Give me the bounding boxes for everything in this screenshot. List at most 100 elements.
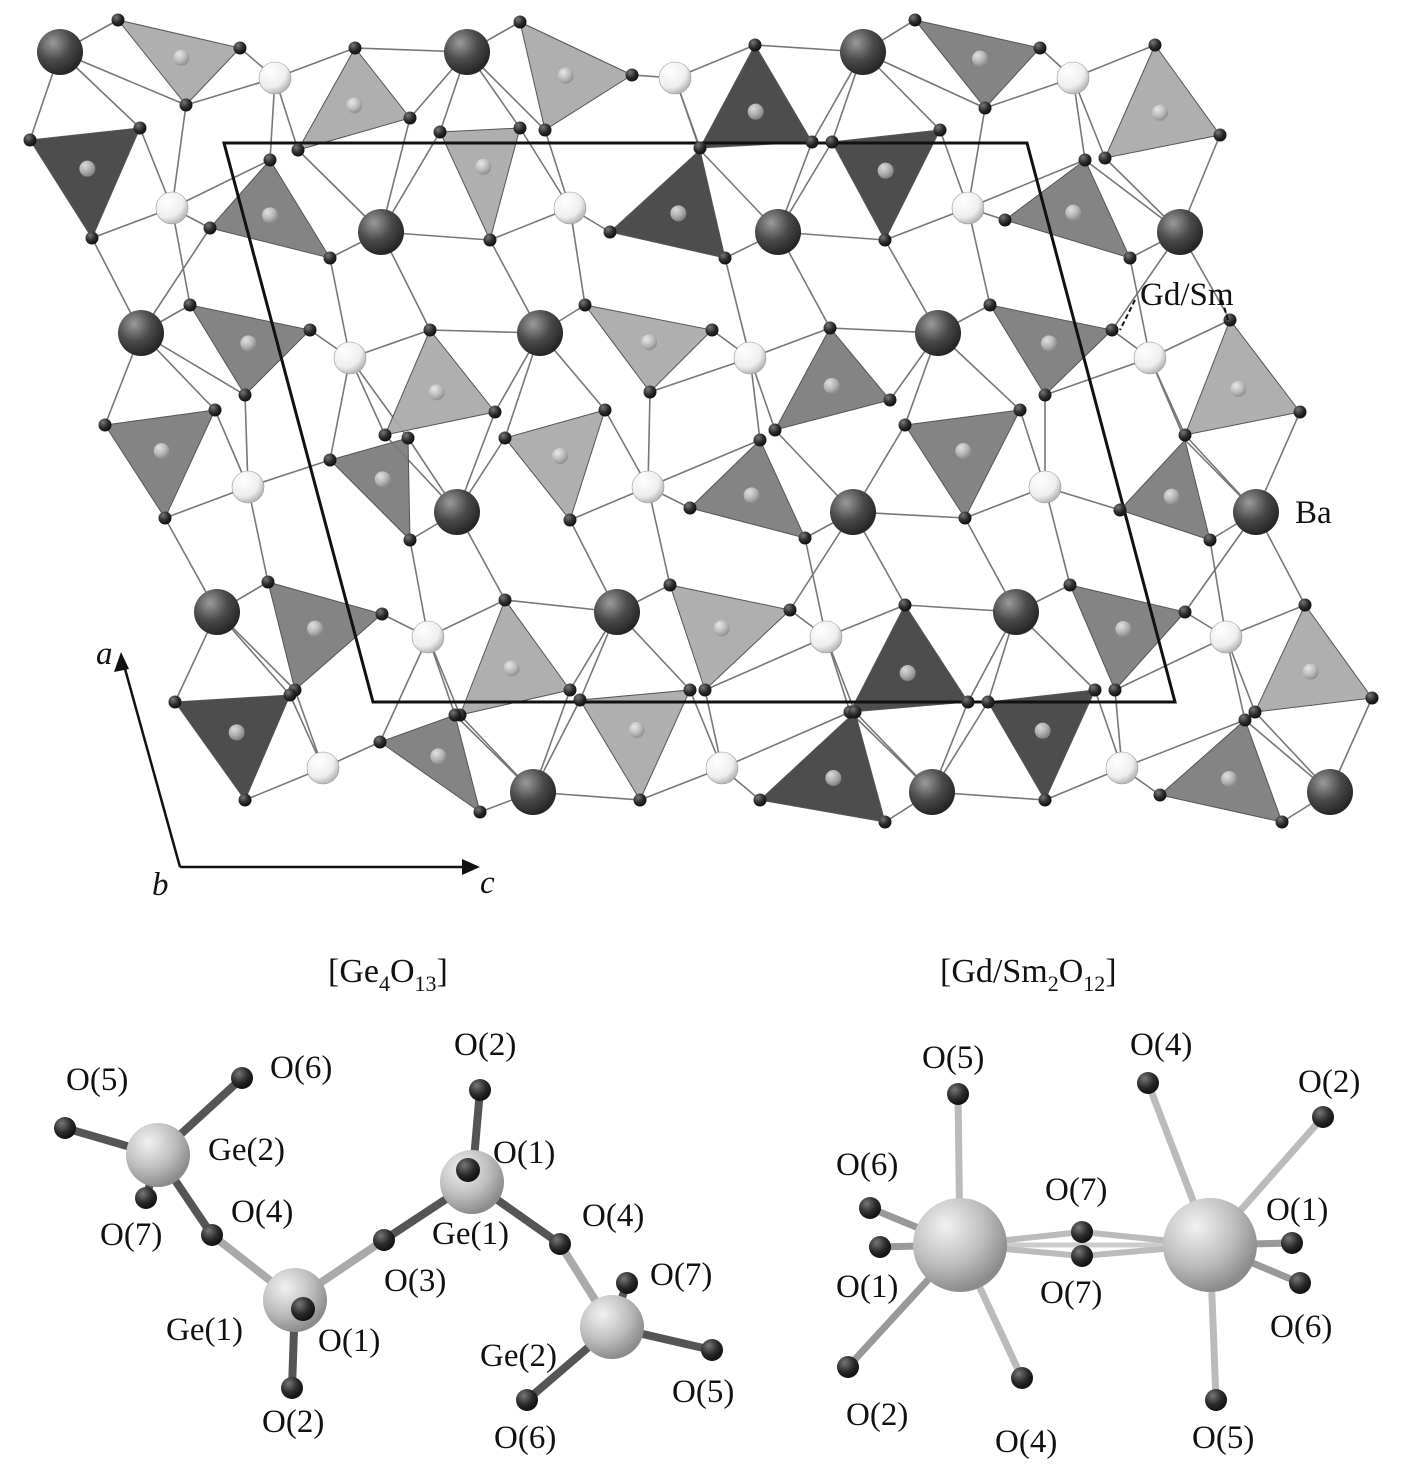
ge-tetrahedron xyxy=(1104,44,1221,159)
ge-tetrahedron xyxy=(29,127,141,240)
gdsm-atom xyxy=(1105,751,1139,785)
svg-text:Ge(2): Ge(2) xyxy=(480,1338,557,1374)
ge-atom xyxy=(899,665,916,681)
ge-atom xyxy=(262,207,278,224)
ge-atom xyxy=(153,443,170,459)
ge-atom xyxy=(79,160,96,177)
oxygen-atom xyxy=(683,683,697,697)
ba-atom xyxy=(434,489,480,535)
oxygen-atom xyxy=(1203,533,1217,547)
ba-atom xyxy=(194,589,240,635)
oxygen-atom xyxy=(513,15,527,29)
ge-tetrahedron xyxy=(904,409,1021,520)
svg-text:O(1): O(1) xyxy=(1266,1192,1328,1228)
ge-atom xyxy=(503,660,520,677)
ge-atom xyxy=(1152,104,1168,121)
svg-text:O(2): O(2) xyxy=(846,1397,908,1433)
ge-tetrahedron xyxy=(1069,584,1186,691)
ge4o13-oxygens xyxy=(54,1067,723,1411)
ba-atom xyxy=(915,310,961,356)
oxygen-atom xyxy=(823,321,837,335)
oxygen-atom xyxy=(401,431,415,445)
oxygen-atom xyxy=(423,323,437,337)
bond xyxy=(171,207,191,306)
gdsm-atom xyxy=(733,341,767,375)
gdsm2o12-labels: O(5) O(4) O(2) O(6) O(7) O(1) O(1) O(7) … xyxy=(836,1027,1360,1460)
ge-tetrahedron xyxy=(608,149,726,259)
ge-tetrahedron xyxy=(1158,719,1283,823)
oxygen-atom xyxy=(488,405,502,419)
ge-tetrahedron xyxy=(849,604,969,713)
svg-text:O(1): O(1) xyxy=(836,1269,898,1305)
gdsm-atom-right xyxy=(1163,1198,1257,1292)
ba-atom xyxy=(1157,209,1203,255)
svg-text:O(5): O(5) xyxy=(66,1062,128,1098)
gdsm-atom xyxy=(411,620,445,654)
oxygen-atom xyxy=(705,323,719,337)
gdsm-atom xyxy=(231,470,265,504)
axis-a-arrow xyxy=(120,657,182,868)
ge-atom xyxy=(877,162,894,179)
oxygen-atom xyxy=(563,513,577,527)
ge-atom xyxy=(1163,488,1180,505)
bond xyxy=(1209,539,1227,638)
oxygen-atom xyxy=(1153,788,1167,802)
oxygen-atom xyxy=(1013,403,1027,417)
bond xyxy=(647,439,761,488)
oxygen-atom xyxy=(1178,428,1192,442)
ge-tetrahedron xyxy=(459,598,571,716)
bond xyxy=(967,207,991,306)
ge-atom xyxy=(823,378,840,394)
svg-text:O(5): O(5) xyxy=(1192,1420,1254,1456)
oxygen-atom xyxy=(403,533,417,547)
oxygen-atom xyxy=(753,793,767,807)
oxygen-atom xyxy=(283,688,297,702)
oxygen-atom xyxy=(805,135,819,149)
ge-tetrahedron xyxy=(384,329,496,436)
gdsm-atom xyxy=(1028,470,1062,504)
ge-tetrahedron xyxy=(504,409,606,522)
ge-atom xyxy=(825,770,842,786)
axis-label-b: b xyxy=(152,867,169,903)
oxygen-atom xyxy=(238,793,252,807)
oxygen-atom xyxy=(693,141,707,155)
ba-atom xyxy=(993,589,1039,635)
oxygen-atom xyxy=(375,607,389,621)
ge-tetrahedron xyxy=(439,127,521,242)
axis-a-arrowhead xyxy=(114,652,129,672)
oxygen-atom xyxy=(1038,388,1052,402)
ge-tetrahedron xyxy=(699,43,813,149)
svg-text:O(7): O(7) xyxy=(100,1217,162,1253)
bond xyxy=(329,357,351,461)
gdsm-atom xyxy=(1056,61,1090,95)
svg-text:O(7): O(7) xyxy=(650,1257,712,1293)
oxygen-atom xyxy=(878,815,892,829)
ge-atom xyxy=(430,748,447,765)
svg-text:Ge(2): Ge(2) xyxy=(208,1132,285,1168)
ge4o13-title: [Ge4O13] xyxy=(328,953,448,996)
ge-tetrahedron xyxy=(104,409,216,520)
gdsm2o12-oxygens xyxy=(837,1072,1334,1411)
bond xyxy=(1044,486,1071,586)
oxygen-atom xyxy=(1178,605,1192,619)
oxygen-atom xyxy=(168,695,182,709)
gdsm-atom-left xyxy=(913,1198,1007,1292)
bond xyxy=(1129,257,1151,359)
gdsm2o12-title: [Gd/Sm2O12] xyxy=(940,953,1117,996)
oxygen-atom xyxy=(998,213,1012,227)
ge1-atom-right xyxy=(440,1150,504,1214)
oxygen-atom xyxy=(1098,151,1112,165)
gdsm-leader-line-2 xyxy=(1221,299,1229,321)
ge-atom xyxy=(641,334,657,351)
oxygen-atom xyxy=(133,121,147,135)
oxygen-atom xyxy=(908,13,922,27)
oxygen-atom xyxy=(753,433,767,447)
svg-text:O(1): O(1) xyxy=(493,1135,555,1171)
gdsm-atom xyxy=(705,751,739,785)
svg-text:O(4): O(4) xyxy=(231,1194,293,1230)
axis-c-arrowhead xyxy=(462,859,480,875)
oxygen-atom xyxy=(238,388,252,402)
oxygen-atom xyxy=(203,221,217,235)
ge-atom xyxy=(1041,335,1057,352)
oxygen-atom xyxy=(1113,503,1127,517)
